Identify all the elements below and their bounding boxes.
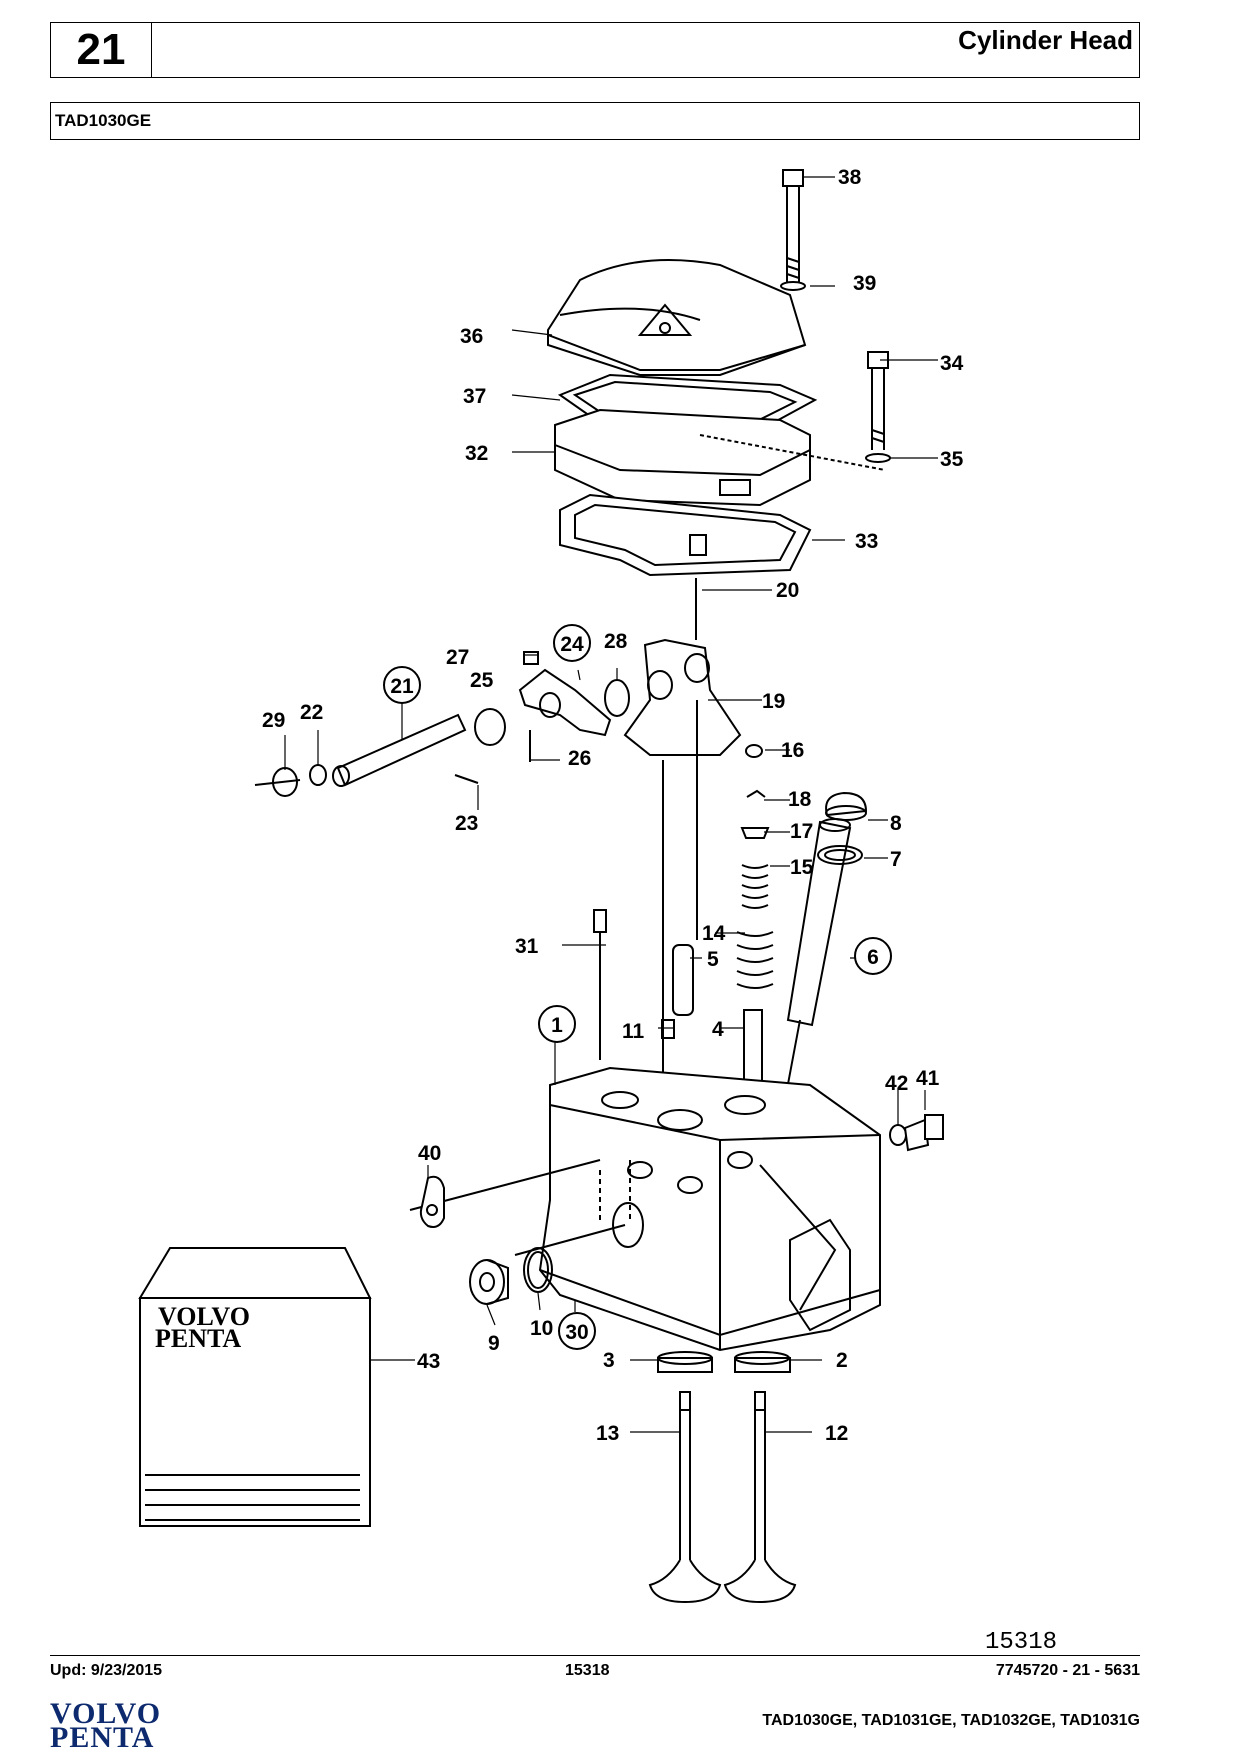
part-bolt-41: [903, 1114, 944, 1152]
volvo-penta-logo: VOLVO PENTA: [50, 1697, 162, 1754]
part-washer-42: [889, 1124, 907, 1146]
callout-43: 43: [417, 1350, 440, 1373]
callout-13: 13: [596, 1422, 619, 1445]
callout-9: 9: [488, 1332, 500, 1355]
callout-42: 42: [885, 1072, 908, 1095]
part-valve-12: [723, 1391, 797, 1604]
callout-16: 16: [781, 739, 804, 762]
section-number: 21: [51, 23, 152, 77]
diagram-reference-number: 15318: [985, 1629, 1057, 1650]
callout-33: 33: [855, 530, 878, 553]
footer-page-code: 7745720 - 21 - 5631: [995, 1662, 1140, 1679]
callout-1: 1: [551, 1014, 563, 1037]
part-valve-cover-36: [547, 259, 807, 376]
callout-10: 10: [530, 1317, 553, 1340]
callout-41: 41: [916, 1067, 940, 1090]
callout-39: 39: [853, 272, 876, 295]
circled-callouts: 24 21 6 1 30: [383, 624, 892, 1350]
callout-2: 2: [836, 1349, 848, 1372]
callout-29: 29: [262, 709, 285, 732]
callout-20: 20: [776, 579, 799, 602]
part-cylinder-head-1: [409, 1066, 881, 1352]
callout-35: 35: [940, 448, 964, 471]
callout-38: 38: [838, 166, 862, 189]
part-valve-spring-stack: [736, 744, 774, 1101]
footer-models: TAD1030GE, TAD1031GE, TAD1032GE, TAD1031…: [762, 1712, 1140, 1729]
callout-labels: 38 39 36 34 37 32 35 33 20 27 28 25 19 2…: [262, 166, 964, 1445]
part-stud-31: [593, 909, 607, 1060]
callout-36: 36: [460, 325, 483, 348]
callout-6: 6: [867, 946, 879, 969]
logo-line1: VOLVO: [50, 1697, 162, 1730]
callout-23: 23: [455, 812, 478, 835]
footer-figure: 15318: [565, 1662, 610, 1679]
exploded-parts-diagram: VOLVO PENTA 38 39 36 34 37 32 35 33 20 2…: [138, 166, 1057, 1650]
part-valve-seat-3: [657, 1351, 713, 1373]
model-bar: TAD1030GE: [50, 102, 1140, 140]
footer-divider: [50, 1655, 1140, 1656]
part-rocker-shaft-21: [254, 708, 506, 797]
callout-28: 28: [604, 630, 628, 653]
part-rocker-bracket-19: [623, 638, 742, 756]
callout-21: 21: [390, 675, 414, 698]
section-header: 21 Cylinder Head: [50, 22, 1140, 78]
callout-40: 40: [418, 1142, 441, 1165]
part-pin-11: [661, 1019, 675, 1039]
callout-24: 24: [560, 633, 584, 656]
manual-logo-line2: PENTA: [155, 1324, 241, 1353]
leader-lines: [284, 176, 938, 1433]
callout-12: 12: [825, 1422, 848, 1445]
callout-27: 27: [446, 646, 469, 669]
callout-17: 17: [790, 820, 813, 843]
manual-logo-line1: VOLVO: [158, 1302, 250, 1331]
callout-25: 25: [470, 669, 494, 692]
callout-31: 31: [515, 935, 539, 958]
callout-32: 32: [465, 442, 488, 465]
part-rocker-arm-24: [518, 651, 630, 762]
callout-8: 8: [890, 812, 902, 835]
part-gasket-33: [559, 493, 812, 577]
callout-7: 7: [890, 848, 902, 871]
part-lifting-eye-40: [419, 1175, 445, 1228]
part-valve-13: [648, 1391, 722, 1604]
callout-11: 11: [622, 1020, 645, 1043]
footer-updated: Upd: 9/23/2015: [50, 1662, 163, 1679]
callout-3: 3: [603, 1349, 615, 1372]
part-o-ring-10: [523, 1247, 553, 1293]
part-valve-seat-2: [734, 1351, 791, 1373]
part-ring-7: [817, 845, 863, 865]
part-bolt-38: [780, 169, 806, 291]
model-name: TAD1030GE: [55, 111, 152, 130]
part-manual-43: VOLVO PENTA: [138, 1247, 372, 1527]
part-housing-32: [554, 408, 886, 507]
callout-22: 22: [300, 701, 323, 724]
part-bolt-34: [865, 351, 891, 463]
section-title: Cylinder Head: [958, 25, 1133, 55]
logo-line2: PENTA: [50, 1721, 155, 1754]
callout-30: 30: [565, 1321, 588, 1344]
callout-4: 4: [712, 1018, 724, 1041]
callout-14: 14: [702, 922, 726, 945]
callout-37: 37: [463, 385, 486, 408]
callout-5: 5: [707, 948, 719, 971]
callout-15: 15: [790, 856, 814, 879]
callout-19: 19: [762, 690, 785, 713]
callout-26: 26: [568, 747, 591, 770]
part-ring-8: [825, 791, 868, 821]
part-plug-9: [469, 1259, 509, 1305]
part-valve-guide-5: [672, 944, 694, 1016]
callout-18: 18: [788, 788, 812, 811]
callout-34: 34: [940, 352, 964, 375]
